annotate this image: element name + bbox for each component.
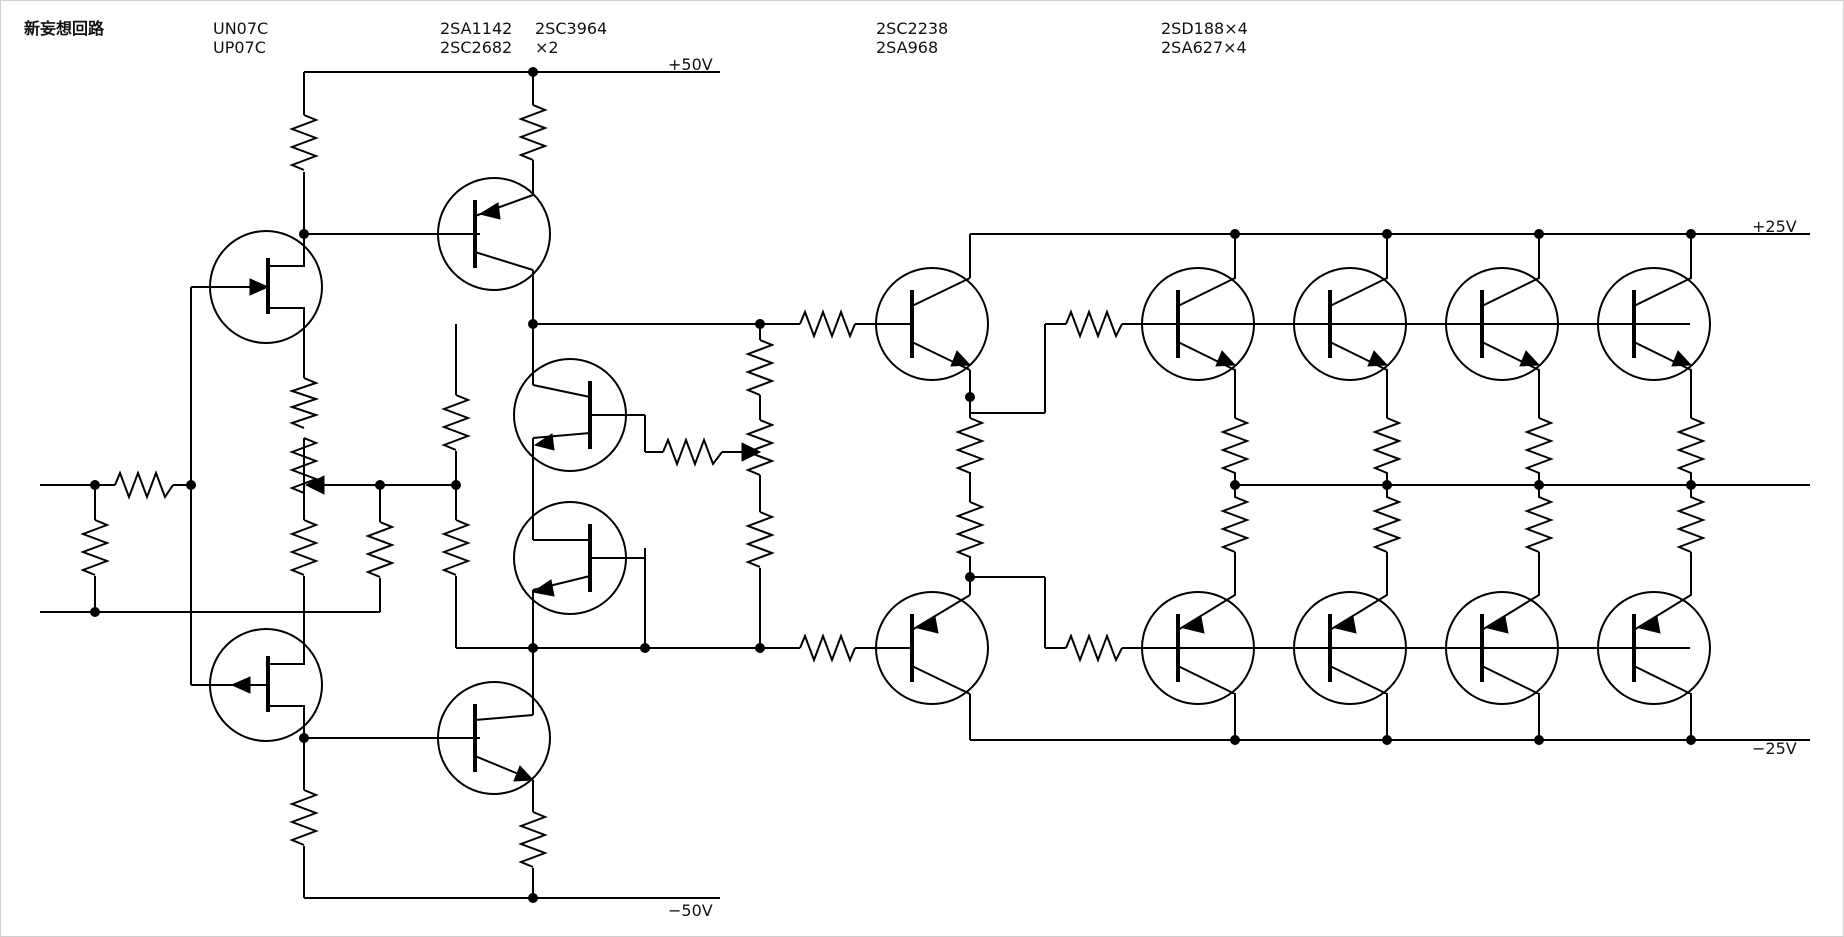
transistor-out-pnp-4 [1597,552,1711,740]
pot-resistor [289,437,319,494]
resistor-r7 [80,519,110,576]
fet-upper [209,230,323,344]
resistor-r6 [518,811,548,868]
circuit-title: 新妄想回路 [24,19,105,38]
resistor-drv-base-top [799,309,856,339]
transistor-vas-lower [437,681,551,795]
resistor-r10 [441,519,471,576]
transistor-out-npn-4 [1597,234,1711,418]
transistor-driver-pnp [875,591,989,705]
transistor-out-pnp-3 [1445,552,1559,740]
part-label-fet-1: UN07C [213,19,268,38]
resistor-r12 [745,419,775,476]
part-label-driver-1: 2SC2238 [876,19,948,38]
transistors [209,177,1711,795]
rail-label-plus25: +25V [1752,217,1797,236]
part-label-output-1: 2SD188×4 [1161,19,1248,38]
resistor-drv-base-bottom [799,633,856,663]
resistor-r3 [288,377,320,429]
pot-wiper-arrow [304,475,325,495]
rail-label-plus50: +50V [668,55,713,74]
part-label-output-2: 2SA627×4 [1161,38,1247,57]
transistor-out-pnp-1 [1141,552,1255,740]
part-label-vas-1: 2SA1142 [440,19,512,38]
resistor-r14 [955,417,985,474]
resistor-r4 [289,519,319,576]
resistor-out-base-top [1065,309,1123,339]
resistors [80,104,1123,868]
resistor-r13 [745,511,775,568]
transistor-out-npn-2 [1293,234,1407,418]
transistor-out-pnp-2 [1293,552,1407,740]
resistor-r15 [955,501,985,558]
transistor-bias-upper [513,358,645,472]
transistor-out-npn-1 [1141,234,1255,418]
part-label-fet-2: UP07C [213,38,266,57]
resistor-r1 [289,114,319,171]
part-label-driver-2: 2SA968 [876,38,938,57]
junction-dots [90,67,1696,903]
transistor-bias-lower [513,501,646,615]
resistor-out-base-bottom [1065,633,1123,663]
resistor-r5 [289,789,319,846]
resistor-r2 [518,104,548,161]
transistor-driver-npn [875,267,989,381]
rail-label-minus25: −25V [1752,739,1797,758]
transistor-vas-upper [437,177,551,291]
transistor-out-npn-3 [1445,234,1559,418]
part-label-bias-1: 2SC3964 [535,19,607,38]
fet-lower [209,628,323,742]
rail-label-minus50: −50V [668,901,713,920]
bias-wiper-arrow [741,442,762,462]
resistor-r9 [441,394,471,451]
part-label-bias-2: ×2 [535,38,559,57]
part-label-vas-2: 2SC2682 [440,38,512,57]
output-emitter-resistors [1220,417,1706,553]
resistor-bias [662,437,723,467]
resistor-r11 [745,339,775,396]
resistor-r8 [365,521,395,578]
resistor-input [114,470,174,500]
